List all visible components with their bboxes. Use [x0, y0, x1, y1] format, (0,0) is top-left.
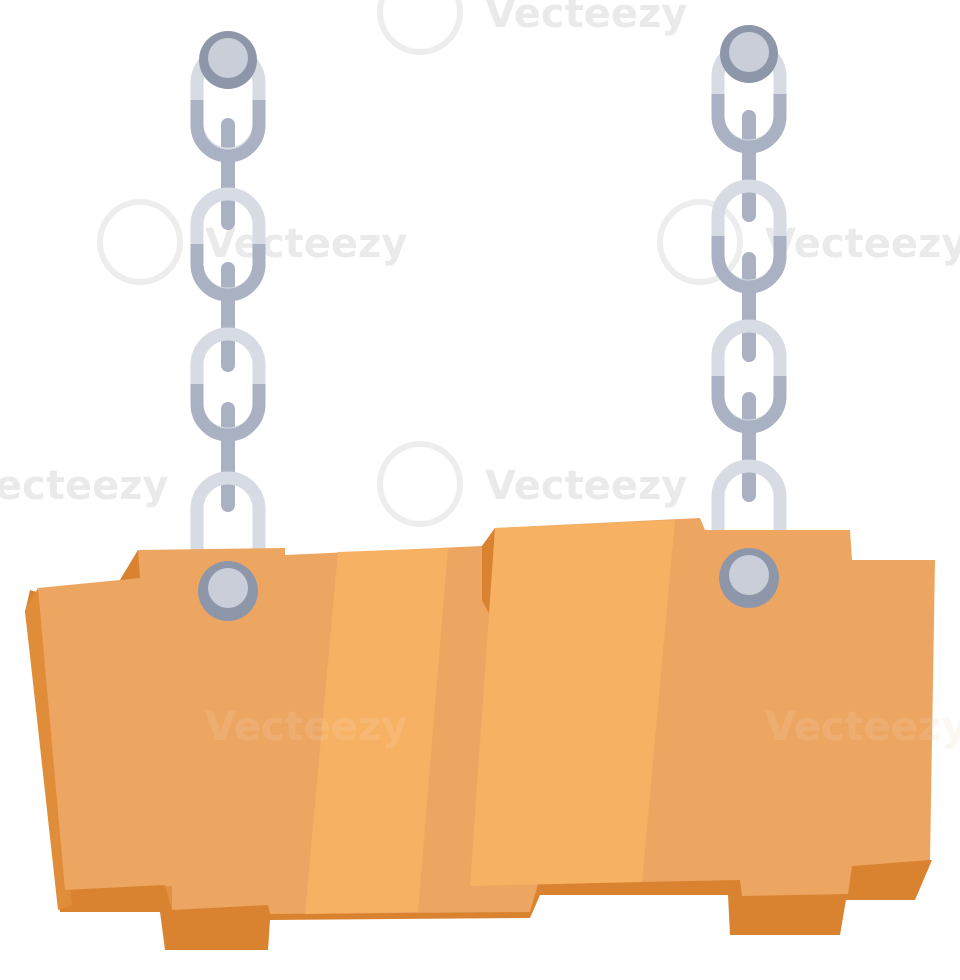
watermark-text: Vecteezy: [485, 0, 687, 37]
sign-bolt-right-icon: [719, 548, 779, 608]
watermark-text: Vecteezy: [205, 221, 407, 267]
right-chain: [711, 25, 787, 573]
watermark-text: Vecteezy: [485, 463, 687, 509]
watermark-text: Vecteezy: [205, 704, 407, 750]
watermark-overlay: Vecteezy Vecteezy: [205, 704, 960, 750]
watermark-text-fragment: ecteezy: [0, 463, 169, 509]
sign-bolt-left-icon: [198, 561, 258, 621]
wooden-sign: [25, 518, 935, 950]
watermark-text: Vecteezy: [765, 704, 960, 750]
plank-highlight: [305, 548, 448, 914]
left-chain: [190, 31, 266, 585]
plank-highlight: [470, 520, 675, 886]
watermark-text: Vecteezy: [765, 221, 960, 267]
